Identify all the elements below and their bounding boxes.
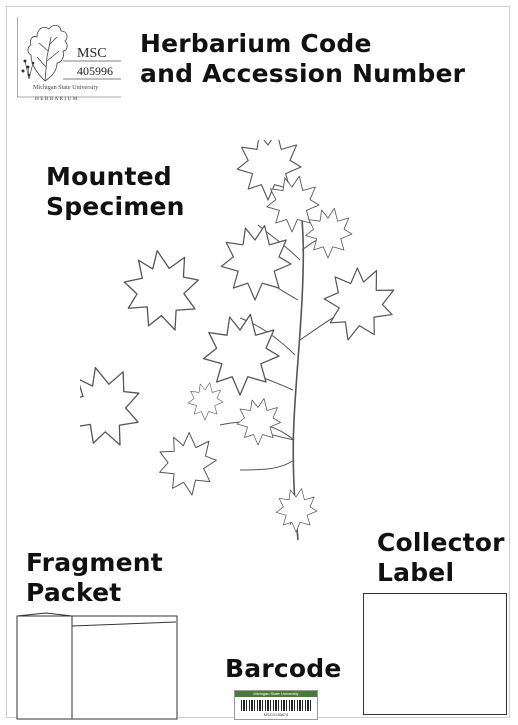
maple-leaf: [306, 208, 352, 258]
herbarium-code-label-line2: and Accession Number: [140, 59, 465, 89]
barcode-sticker: Michigan State University MSC0136874: [234, 690, 318, 720]
institution-name: Michigan State University: [33, 84, 99, 91]
barcode-header: Michigan State University: [235, 691, 317, 697]
collector-label-heading: Collector Label: [377, 528, 505, 588]
maple-leaf: [316, 259, 400, 349]
maple-leaf: [276, 489, 317, 532]
fragment-packet-label-line2: Packet: [26, 578, 163, 608]
maple-leaf: [80, 355, 155, 460]
collector-label-heading-line2: Label: [377, 558, 505, 588]
maple-leaf: [154, 429, 222, 500]
fragment-packet-label: Fragment Packet: [26, 548, 163, 608]
barcode-label: Barcode: [225, 654, 342, 684]
barcode-number: MSC0136874: [235, 712, 317, 717]
herbarium-code: MSC: [77, 46, 107, 61]
maple-leaf: [221, 226, 291, 300]
collector-label-heading-line1: Collector: [377, 528, 505, 558]
maple-leaf: [188, 383, 223, 420]
accession-number: 405996: [77, 64, 113, 78]
maple-specimen-drawing: [80, 140, 400, 555]
herbarium-code-label: Herbarium Code and Accession Number: [140, 29, 465, 89]
barcode-bars: [241, 700, 311, 711]
herbarium-stamp: MSC 405996 Michigan State University H E…: [17, 17, 123, 102]
oak-leaf-icon: [28, 25, 67, 81]
fragment-packet: [16, 612, 180, 720]
seed-sprig-icon: [22, 60, 35, 80]
fragment-packet-label-line1: Fragment: [26, 548, 163, 578]
maple-leaf: [113, 241, 211, 343]
collector-label-box: [363, 593, 507, 715]
herbarium-code-label-line1: Herbarium Code: [140, 29, 465, 59]
herbarium-word: H E R B A R I U M: [35, 96, 78, 102]
maple-leaf: [204, 314, 279, 395]
maple-leaf: [237, 399, 281, 446]
